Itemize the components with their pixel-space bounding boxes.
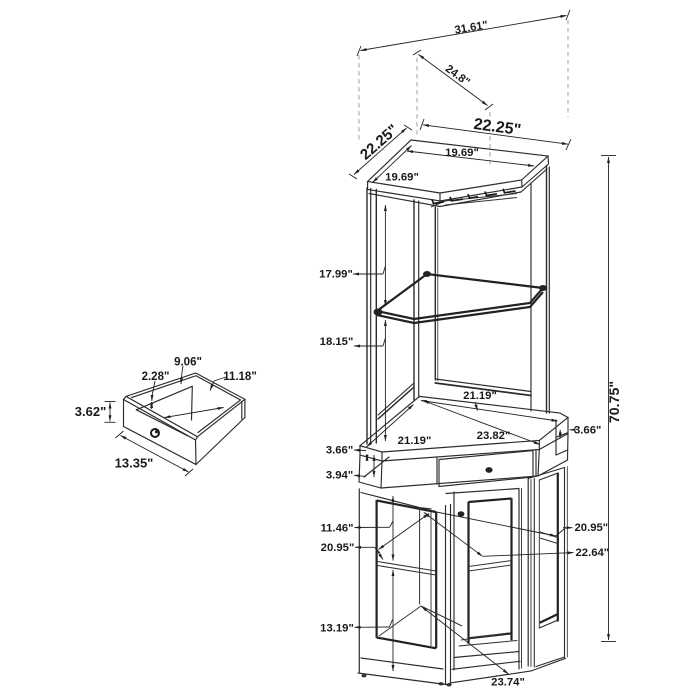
svg-text:22.25": 22.25" [473,116,522,139]
svg-text:20.95": 20.95" [575,522,609,534]
svg-text:13.19": 13.19" [320,623,354,635]
svg-text:3.66": 3.66" [326,445,353,457]
svg-text:31.61": 31.61" [454,19,489,36]
svg-text:3.66": 3.66" [574,425,601,437]
svg-text:70.75": 70.75" [607,381,623,423]
svg-text:22.64": 22.64" [576,547,610,559]
svg-text:23.74": 23.74" [491,677,525,689]
svg-text:17.99": 17.99" [319,269,353,281]
svg-text:3.94": 3.94" [326,470,353,482]
svg-text:18.15": 18.15" [320,336,354,348]
svg-text:20.95": 20.95" [321,542,355,554]
svg-text:3.62": 3.62" [75,404,106,419]
svg-text:21.19": 21.19" [398,435,432,447]
svg-text:2.28": 2.28" [142,371,170,383]
svg-text:11.46": 11.46" [320,523,353,535]
svg-text:13.35": 13.35" [115,456,154,471]
svg-text:19.69": 19.69" [445,147,479,159]
svg-text:23.82": 23.82" [477,430,511,442]
svg-text:19.69": 19.69" [385,172,419,184]
svg-text:9.06": 9.06" [174,357,202,369]
svg-text:21.19": 21.19" [463,390,497,402]
svg-text:11.18": 11.18" [223,371,257,383]
